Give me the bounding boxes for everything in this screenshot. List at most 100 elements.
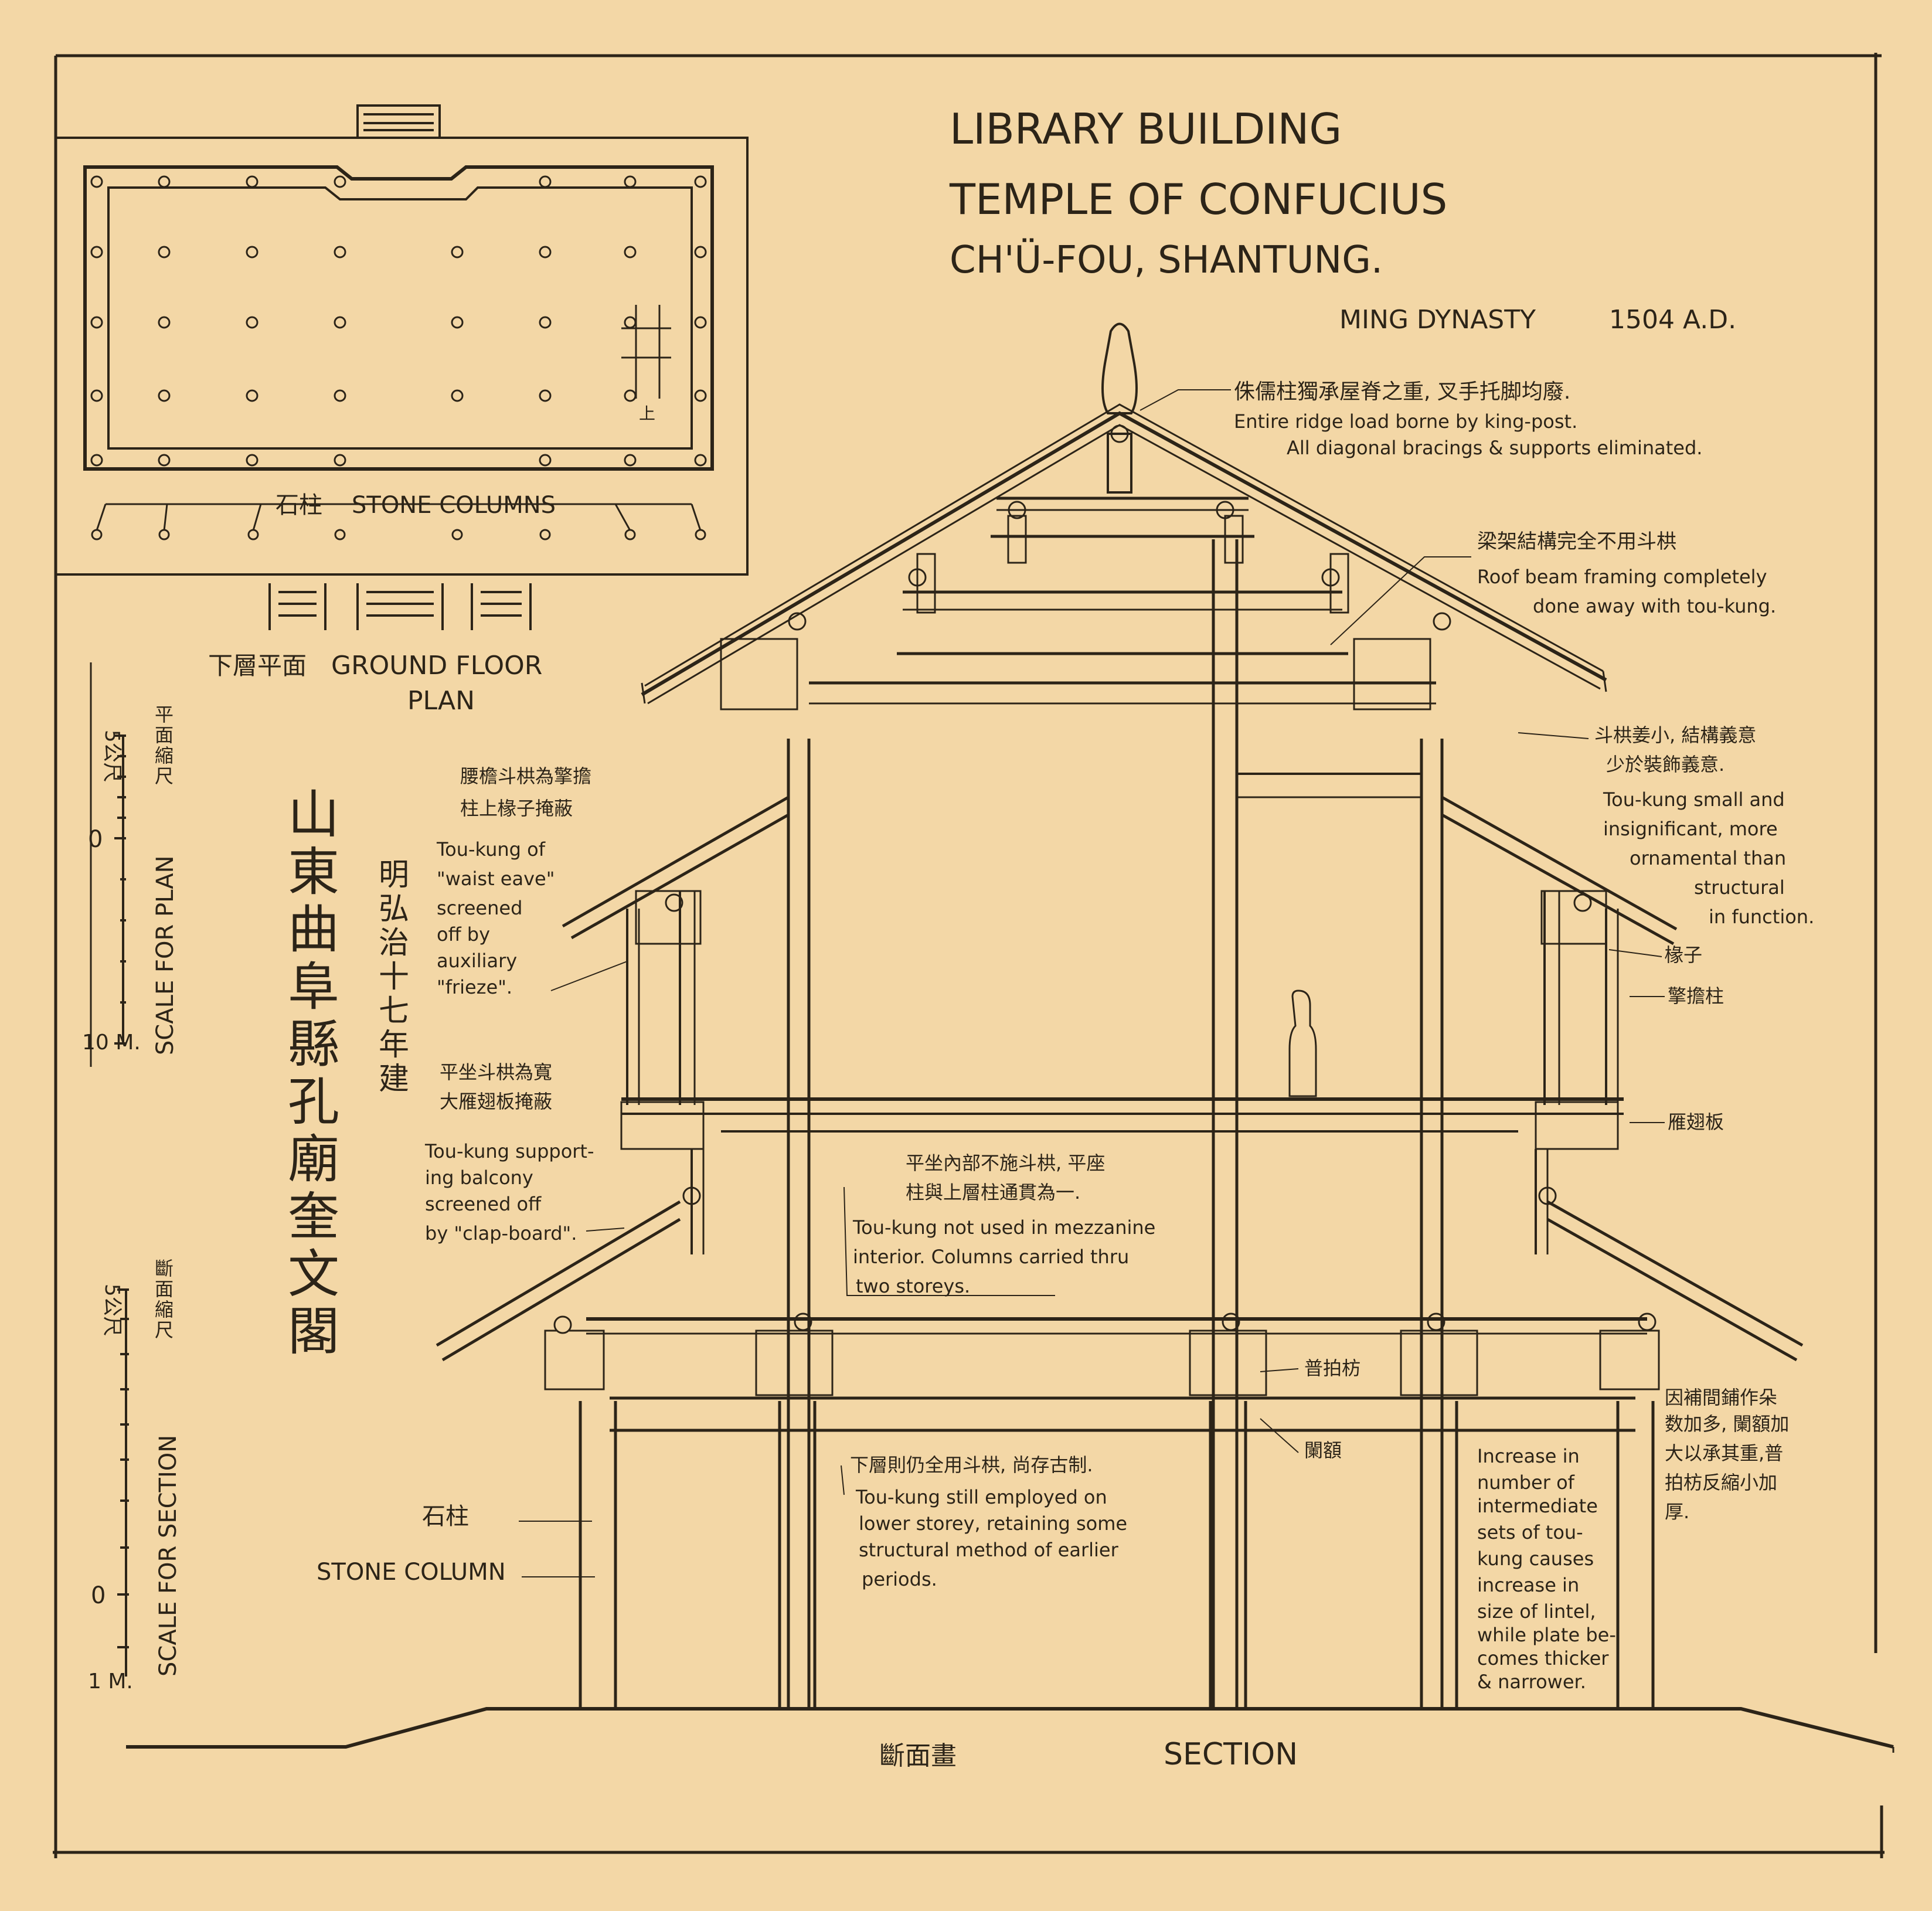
plan-caption-cn: 下層平面	[208, 651, 307, 680]
vplancn-char: 面	[155, 724, 174, 746]
vplancn-char: 縮	[155, 744, 174, 767]
stone-column-dot	[624, 529, 636, 540]
vtitle-char: 縣	[288, 1014, 339, 1074]
ridge-cn: 侏儒柱獨承屋脊之重, 叉手托脚均廢.	[1234, 380, 1570, 404]
increase-cn-2: 数加多, 闌額加	[1665, 1413, 1789, 1435]
vdate-char: 年	[379, 1028, 409, 1063]
section-scale-tick-1: 1 M.	[88, 1669, 133, 1694]
year-label: 1504 A.D.	[1609, 305, 1736, 335]
plan-column-dot	[539, 246, 552, 259]
plate-cn: 普拍枋	[1304, 1357, 1360, 1379]
vdate-char: 明	[379, 858, 409, 893]
tou-kung-bracket	[755, 1329, 834, 1396]
increase-cn-3: 大以承其重,普	[1665, 1442, 1783, 1464]
increase-cn-1: 因補間鋪作朵	[1665, 1386, 1777, 1409]
plan-column-dot	[246, 175, 258, 188]
vplancn-char: 平	[155, 703, 174, 726]
plan-column-dot	[539, 389, 552, 402]
plan-column-dot	[694, 389, 707, 402]
increase-en-5: kung causes	[1477, 1548, 1594, 1570]
vtitle-char: 奎	[288, 1186, 339, 1247]
tou-kung-bracket	[635, 890, 702, 945]
vtitle-char: 東	[288, 842, 339, 902]
mezz-en-3: two storeys.	[856, 1275, 970, 1297]
plan-column-dot	[334, 316, 346, 329]
toukung-small-en-5: in function.	[1709, 906, 1814, 928]
plan-column-dot	[334, 175, 346, 188]
plan-scale-tick-5: 5公尺	[100, 730, 124, 783]
plan-column-dot	[334, 389, 346, 402]
tou-kung-bracket	[1400, 1329, 1478, 1396]
plan-labels: 石柱 STONE COLUMNS 下層平面 GROUND FLOOR PLAN …	[208, 404, 655, 716]
plan-column-label: STONE COLUMNS	[352, 492, 556, 519]
plan-column-dot	[246, 316, 258, 329]
balcony-en-3: screened off	[425, 1193, 542, 1215]
plan-column-dot	[334, 246, 346, 259]
increase-en-3: intermediate	[1477, 1495, 1598, 1517]
vtitle-char: 阜	[288, 957, 339, 1017]
toukung-small-en-4: structural	[1694, 876, 1785, 899]
plan-column-dot	[246, 246, 258, 259]
purlin-circle	[553, 1315, 572, 1334]
plan-column-dot	[90, 246, 103, 259]
dynasty-label: MING DYNASTY	[1339, 305, 1536, 335]
tou-kung-bracket	[620, 1101, 705, 1150]
plan-column-dot	[694, 246, 707, 259]
mezz-en-1: Tou-kung not used in mezzanine	[852, 1216, 1155, 1239]
vsectcn-char: 縮	[155, 1298, 174, 1321]
plan-column-dot	[90, 389, 103, 402]
lower-en-2: lower storey, retaining some	[859, 1512, 1127, 1535]
section-scale-tick-0: 0	[91, 1582, 106, 1609]
mezz-en-2: interior. Columns carried thru	[853, 1246, 1129, 1268]
increase-en-6: increase in	[1477, 1574, 1579, 1596]
title-line2: TEMPLE OF CONFUCIUS	[949, 175, 1447, 224]
waist-en-2: "waist eave"	[437, 868, 555, 890]
vtitle-char: 廟	[288, 1129, 339, 1189]
plan-column-dot	[624, 175, 637, 188]
section-drawing	[126, 322, 1894, 1753]
plan-column-dot	[539, 454, 552, 467]
tou-kung-bracket	[544, 1329, 605, 1390]
stone-column-dot	[451, 529, 463, 540]
lower-en-4: periods.	[862, 1568, 937, 1590]
increase-en-2: number of	[1477, 1471, 1575, 1494]
plan-column-dot	[624, 246, 637, 259]
stone-column-dot	[539, 529, 551, 540]
waist-en-4: off by	[437, 923, 490, 946]
waist-en-1: Tou-kung of	[436, 838, 546, 861]
plan-column-dot	[539, 316, 552, 329]
increase-en-9: comes thicker	[1477, 1647, 1609, 1669]
leader-lines	[519, 389, 1665, 1577]
plan-column-dot	[158, 389, 171, 402]
plan-column-dot	[246, 454, 258, 467]
balcony-cn-1: 平坐斗栱為寬	[440, 1061, 552, 1083]
toukung-small-en-2: insignificant, more	[1603, 818, 1778, 840]
vdate-char: 十	[379, 960, 409, 995]
increase-en-1: Increase in	[1477, 1445, 1580, 1467]
annotations: 侏儒柱獨承屋脊之重, 叉手托脚均廢. Entire ridge load bor…	[424, 380, 1814, 1693]
plan-caption-line2: PLAN	[407, 686, 475, 716]
plan-scale-label: SCALE FOR PLAN	[152, 855, 179, 1055]
plan-column-dot	[451, 316, 464, 329]
plan-column-dot	[334, 454, 346, 467]
ridge-en-1: Entire ridge load borne by king-post.	[1234, 410, 1577, 433]
title-line1: LIBRARY BUILDING	[950, 104, 1342, 154]
lower-en-1: Tou-kung still employed on	[855, 1486, 1107, 1508]
stone-column-label: STONE COLUMN	[317, 1559, 506, 1586]
title-block: LIBRARY BUILDING TEMPLE OF CONFUCIUS CH'…	[949, 104, 1736, 335]
waist-en-6: "frieze".	[437, 976, 512, 998]
waist-en-3: screened	[437, 897, 522, 919]
plan-column-dot	[246, 389, 258, 402]
increase-en-8: while plate be-	[1477, 1624, 1616, 1646]
plan-column-dot	[158, 316, 171, 329]
stone-column-dot	[695, 529, 706, 540]
section-labels: 斷面畫 SECTION 石柱 STONE COLUMN	[317, 1503, 1298, 1772]
balcony-en-1: Tou-kung support-	[424, 1140, 594, 1162]
tou-kung-bracket	[1189, 1329, 1267, 1396]
plan-column-dot	[624, 316, 637, 329]
roofbeam-en-1: Roof beam framing completely	[1477, 566, 1767, 588]
